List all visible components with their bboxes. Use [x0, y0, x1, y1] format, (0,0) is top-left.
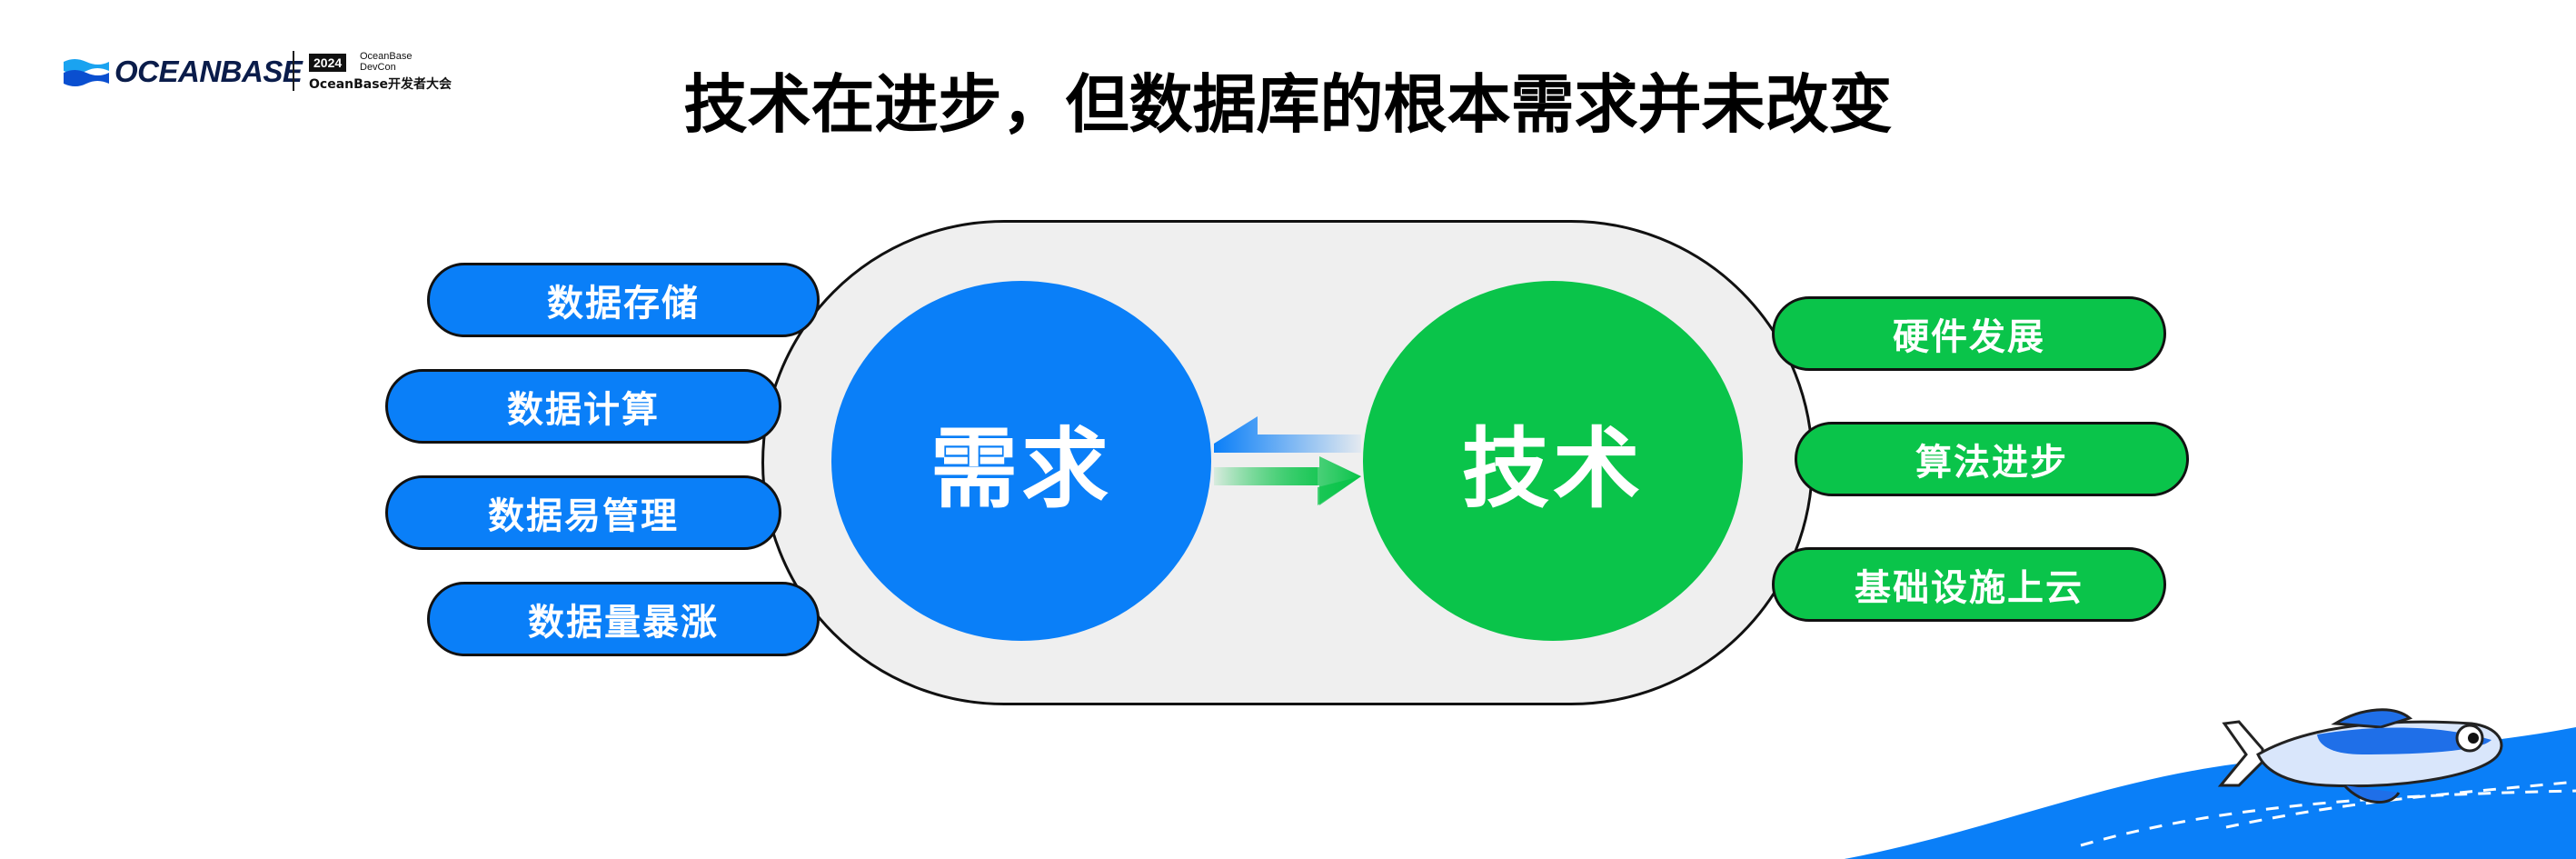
oceanbase-logo-icon	[64, 59, 109, 86]
demand-item-manage: 数据易管理	[385, 475, 781, 550]
demand-item-storage: 数据存储	[427, 263, 820, 337]
fish-mascot-icon	[2217, 708, 2503, 804]
demand-circle: 需求	[831, 281, 1211, 641]
event-subtitle: OceanBase开发者大会	[309, 77, 453, 92]
slide-title: 技术在进步，但数据库的根本需求并未改变	[683, 67, 1893, 142]
logo-divider	[293, 51, 294, 91]
event-year-badge: 2024	[309, 54, 347, 72]
demand-item-compute: 数据计算	[385, 369, 781, 444]
demand-label: 需求	[930, 417, 1112, 520]
demand-item-volume: 数据量暴涨	[427, 582, 820, 656]
tech-circle: 技术	[1363, 281, 1743, 641]
event-name-line1: OceanBase	[360, 51, 413, 62]
oceanbase-logo: OCEANBASE 2024 OceanBase DevCon OceanBas…	[64, 47, 463, 96]
event-name-line2: DevCon	[360, 62, 396, 73]
tech-item-cloud: 基础设施上云	[1772, 547, 2166, 622]
tech-item-hardware: 硬件发展	[1772, 296, 2166, 371]
tech-item-algorithm: 算法进步	[1795, 422, 2189, 496]
brand-wordmark: OCEANBASE	[114, 55, 303, 88]
exchange-arrows-icon	[1214, 416, 1361, 505]
tech-label: 技术	[1462, 417, 1644, 520]
